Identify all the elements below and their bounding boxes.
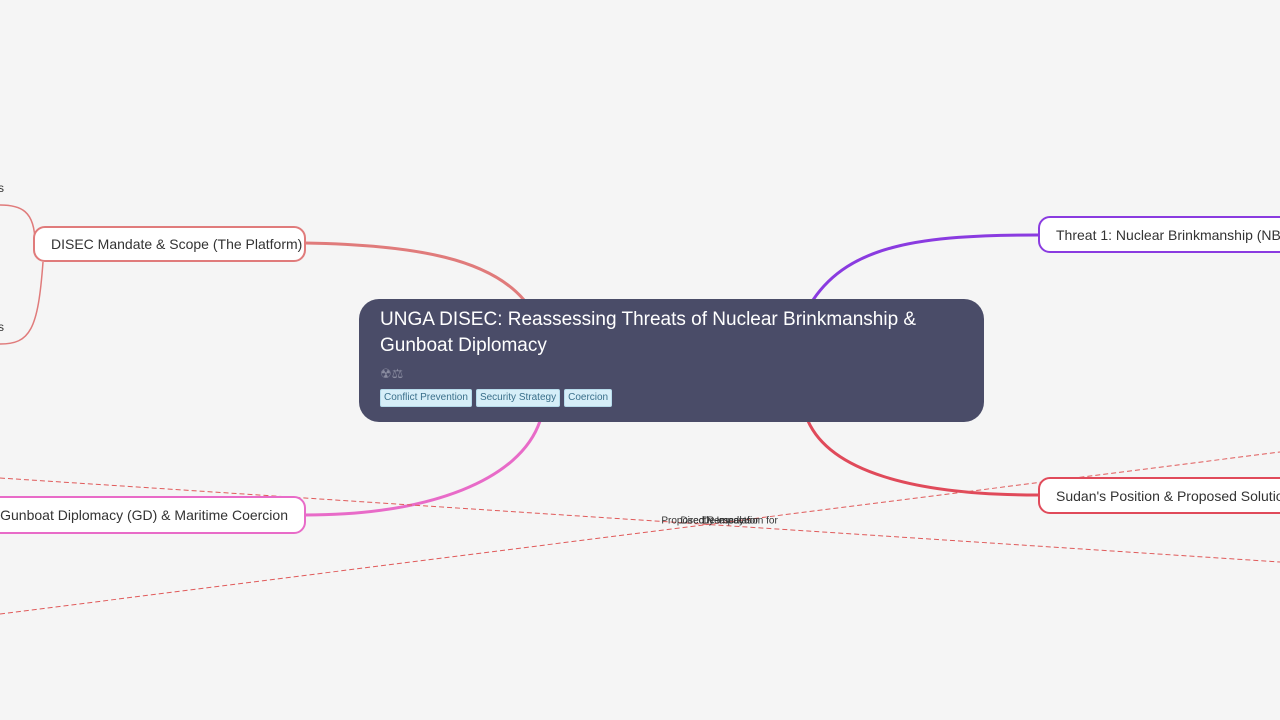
cross-link-label-de-escalation: De-escalation for <box>702 515 778 527</box>
branch-label-threat2: Threat 2: Gunboat Diplomacy (GD) & Marit… <box>0 507 288 523</box>
branch-node-sudan[interactable]: Sudan's Position & Proposed Solutions <box>1038 477 1280 514</box>
tag-security-strategy[interactable]: Security Strategy <box>475 389 561 407</box>
central-topic-title: UNGA DISEC: Reassessing Threats of Nucle… <box>380 309 917 356</box>
branch-node-mandate[interactable]: DISEC Mandate & Scope (The Platform) <box>33 226 306 262</box>
threat1-branch-connector <box>811 233 1039 301</box>
mandate-branch-connector <box>304 241 526 301</box>
sudan-branch-connector <box>806 420 1039 497</box>
branch-label-sudan: Sudan's Position & Proposed Solutions <box>1056 487 1280 504</box>
tag-coercion[interactable]: Coercion <box>564 389 613 407</box>
cross-link-line-1 <box>0 477 1280 563</box>
branch-label-mandate: DISEC Mandate & Scope (The Platform) <box>51 236 303 252</box>
tag-conflict-prevention[interactable]: Conflict Prevention <box>380 389 472 407</box>
branch-label-threat1: Threat 1: Nuclear Brinkmanship (NB) <box>1056 226 1280 243</box>
central-topic-node[interactable]: UNGA DISEC: Reassessing Threats of Nucle… <box>359 299 984 422</box>
branch-node-threat2[interactable]: Threat 2: Gunboat Diplomacy (GD) & Marit… <box>0 496 306 534</box>
mandate-upper-leaf-connector <box>0 204 36 244</box>
threat2-branch-connector <box>304 420 542 517</box>
cross-link-label-directly-impacts: Directly Impacts <box>680 515 752 527</box>
tag-list: Conflict Prevention Security Strategy Co… <box>380 389 964 407</box>
nuclear-scales-icon: ☢⚖ <box>380 366 404 381</box>
branch-node-threat1[interactable]: Threat 1: Nuclear Brinkmanship (NB) <box>1038 216 1280 253</box>
leaf-label-upper[interactable]: s <box>0 181 4 195</box>
leaf-label-lower[interactable]: s <box>0 320 4 334</box>
mandate-lower-leaf-connector <box>0 261 44 345</box>
cross-link-label-proposed-remedy: Proposed Remedy for <box>661 515 759 527</box>
